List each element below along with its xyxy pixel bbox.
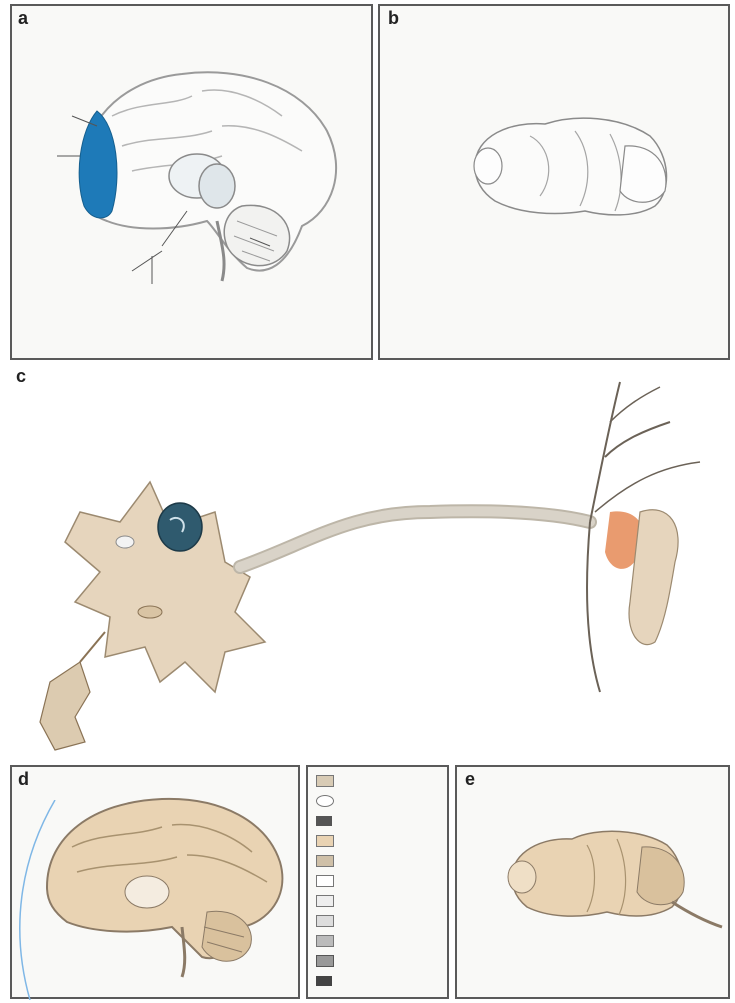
legend-symbol-icon <box>316 955 334 967</box>
legend-symbol-icon <box>316 855 334 867</box>
legend-item <box>316 875 340 887</box>
legend-symbol-icon <box>316 875 334 887</box>
legend-item <box>316 795 340 807</box>
decorative-arc <box>0 800 60 1000</box>
dendrite-cell <box>40 662 90 750</box>
legend-symbol-icon <box>316 795 334 807</box>
axon-branch <box>590 382 620 522</box>
panel-b: b <box>378 4 730 360</box>
legend-symbol-icon <box>316 895 334 907</box>
legend-item <box>316 815 338 826</box>
legend-item <box>316 835 340 847</box>
axon <box>240 511 590 567</box>
legend-symbol-icon <box>316 835 334 847</box>
legend-item <box>316 975 338 986</box>
neuron-diagram <box>10 362 730 760</box>
panel-a: a <box>10 4 373 360</box>
rodent-brain-outline-diagram <box>380 6 728 358</box>
nucleus <box>158 503 202 551</box>
panel-e: e <box>455 765 730 999</box>
legend-item <box>316 935 340 947</box>
legend-symbol-icon <box>316 915 334 927</box>
rodent-cerebellum <box>637 847 684 905</box>
legend-panel <box>306 765 449 999</box>
thalamus-d <box>125 876 169 908</box>
legend-item <box>316 955 340 967</box>
rodent-brain-colored-diagram <box>457 767 728 997</box>
legend-symbol-icon <box>316 935 334 947</box>
legend-item <box>316 775 340 787</box>
human-brain-sagittal-diagram <box>12 6 371 358</box>
basal-ganglia <box>199 164 235 208</box>
legend-symbol-icon <box>316 816 332 826</box>
legend-symbol-icon <box>316 775 334 787</box>
panel-c: c <box>10 362 730 760</box>
legend-item <box>316 895 340 907</box>
legend-item <box>316 915 340 927</box>
rodent-olfactory-bulb <box>508 861 536 893</box>
olfactory-bulb <box>474 148 502 184</box>
legend-symbol-icon <box>316 976 332 986</box>
legend-item <box>316 855 340 867</box>
